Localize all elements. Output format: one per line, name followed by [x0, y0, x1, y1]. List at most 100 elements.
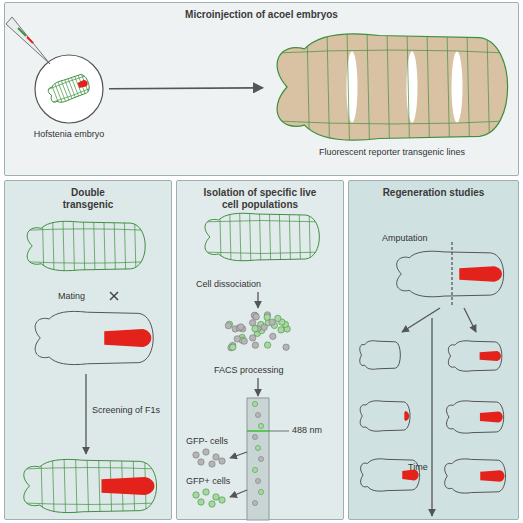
step-label: Time: [408, 462, 428, 473]
muscle-line: [240, 212, 241, 262]
worm-outline: [397, 251, 504, 297]
step-label: Screening of F1s: [92, 405, 160, 416]
dissociated-cell: [238, 324, 244, 330]
muscle-line: [64, 458, 65, 514]
dissociated-cell: [239, 337, 245, 343]
dissociated-cell: [234, 336, 240, 342]
worm-body: [24, 459, 157, 512]
dissociated-cell: [232, 326, 238, 332]
dissociated-cell: [271, 322, 277, 328]
worm-drawing: [445, 459, 508, 493]
muscle-line: [309, 212, 310, 262]
top-panel: Microinjection of acoel embryosHofstenia…: [4, 2, 519, 176]
worm-outline: [27, 221, 145, 270]
gfp-positive-cell: [213, 494, 219, 500]
flow-arrow: [402, 308, 440, 332]
muscle-line: [387, 31, 390, 143]
worm-outline: [277, 34, 508, 140]
muscle-line: [53, 458, 54, 514]
sorted-cell: [258, 423, 263, 428]
muscle-line: [41, 458, 42, 514]
illustration-part: [459, 256, 506, 292]
dissociated-cell: [275, 315, 281, 321]
dissociated-cell: [239, 334, 245, 340]
worm-drawing: [200, 212, 324, 262]
panel-heading: Regeneration studies: [354, 187, 514, 199]
muscle-line: [487, 31, 490, 143]
muscle-line: [99, 458, 100, 514]
muscle-line: [260, 212, 261, 262]
laser-beam: [247, 430, 269, 432]
dissociated-cell: [241, 338, 247, 344]
cross-symbol: [110, 292, 118, 300]
gfp-negative-cell: [213, 454, 219, 460]
muscle-line: [104, 220, 105, 272]
reporter-expression: [499, 344, 503, 368]
worm-outline: [24, 459, 157, 512]
gfp-positive-cell: [203, 489, 209, 495]
gfp-negative-cell: [198, 459, 204, 465]
worm-body: [360, 401, 410, 431]
panel-box: Regeneration studies: [348, 180, 519, 520]
flow-arrow: [230, 490, 247, 497]
muscle-line: [220, 212, 221, 262]
reporter-expression: [499, 256, 507, 292]
dissociated-cell: [264, 342, 270, 348]
muscle-line: [407, 31, 410, 143]
illustration-part: [45, 71, 94, 107]
node-outline: [33, 53, 105, 125]
worm-outline: [360, 341, 401, 370]
muscle-line: [53, 220, 54, 272]
panel-heading: Isolation of specific live cell populati…: [200, 187, 320, 211]
dissociated-cell: [255, 325, 261, 331]
dissociated-cell: [258, 327, 264, 333]
muscle-line: [427, 31, 430, 143]
muscle-line: [267, 50, 517, 53]
step-label: GFP- cells: [186, 436, 228, 447]
worm-outline: [46, 72, 91, 106]
embryo-membrane: [35, 55, 103, 123]
reporter-expression: [148, 317, 157, 360]
panel-box: Double transgenic: [4, 180, 172, 520]
muscle-line: [61, 80, 69, 101]
dissociated-cell: [250, 335, 256, 341]
muscle-line: [73, 220, 74, 272]
plasmid-dna: [18, 28, 26, 36]
gfp-positive-cell: [209, 501, 215, 507]
worm-outline: [35, 311, 153, 364]
gfp-negative-cell: [203, 449, 209, 455]
muscle-line: [110, 458, 111, 514]
illustration-part: [22, 220, 150, 272]
dissociated-cell: [278, 327, 284, 333]
sorted-cell: [258, 456, 263, 461]
worm-outline: [445, 459, 506, 493]
illustration-part: [480, 404, 505, 430]
muscle-line: [135, 220, 136, 272]
dissociated-cell: [283, 344, 289, 350]
worm-outline: [205, 213, 319, 261]
dissociated-cell: [264, 312, 270, 318]
gfp-positive-cell: [193, 492, 199, 498]
illustration-part: [267, 31, 517, 143]
sorted-cell: [252, 500, 257, 505]
gfp-positive-cell: [219, 497, 225, 503]
step-label: Amputation: [382, 233, 428, 244]
gfp-positive-cell: [198, 499, 204, 505]
dissociated-cell: [226, 321, 232, 327]
worm-body: [205, 213, 319, 261]
muscle-line: [327, 31, 330, 143]
muscle-line: [447, 31, 450, 143]
dissociated-cell: [284, 326, 290, 332]
muscle-line: [76, 458, 77, 514]
illustration-part: [45, 71, 94, 107]
muscle-line: [230, 212, 231, 262]
flow-arrow: [257, 292, 258, 308]
muscle-line: [267, 121, 517, 124]
muscle-line: [133, 458, 134, 514]
dissociated-cell: [230, 342, 236, 348]
muscle-line: [87, 458, 88, 514]
amputation-plane: [452, 242, 453, 306]
gfp-negative-cell: [209, 461, 215, 467]
muscle-line: [124, 220, 125, 272]
